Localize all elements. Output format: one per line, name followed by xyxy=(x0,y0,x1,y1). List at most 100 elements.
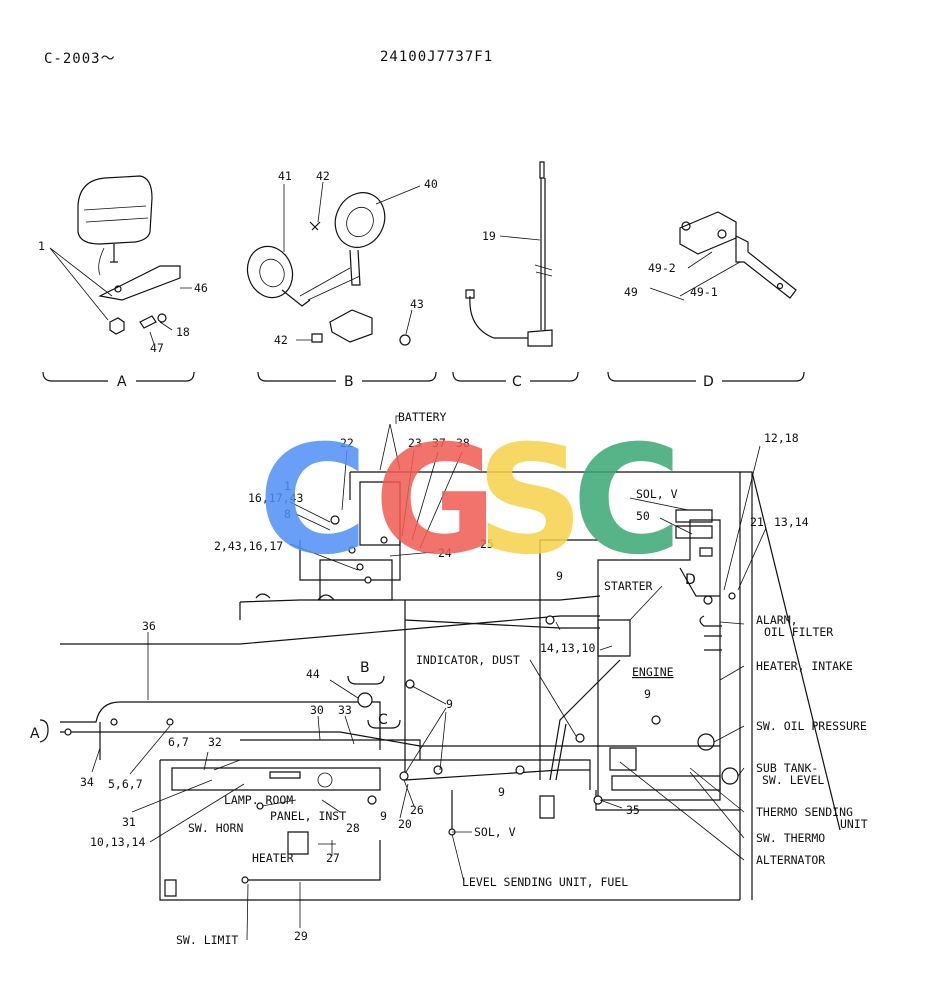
clamp-2 xyxy=(110,718,118,726)
connector-43 xyxy=(399,334,411,346)
harness-29 xyxy=(245,840,381,881)
callout-36: 36 xyxy=(142,619,156,633)
leader-27 xyxy=(318,840,336,856)
cgsc-watermark-logo: C G S C xyxy=(258,414,682,588)
leaders-engine-right xyxy=(713,621,745,777)
sw-limit-point xyxy=(241,876,249,884)
antenna-clip xyxy=(534,264,553,277)
section-c-label: C xyxy=(512,374,522,390)
switch-screw-2 xyxy=(717,229,727,239)
brace-b xyxy=(257,371,437,382)
callout-34: 34 xyxy=(80,775,94,789)
callout-d-49-2: 49-2 xyxy=(648,261,676,275)
horn-40-inner xyxy=(346,206,374,238)
washer-18 xyxy=(157,313,167,323)
bolt-47 xyxy=(139,315,157,329)
label-indicator-dust: INDICATOR, DUST xyxy=(416,653,520,667)
lamp-stem xyxy=(110,244,118,263)
battery-terminal-1 xyxy=(330,515,340,525)
callout-9-b: 9 xyxy=(446,697,453,711)
battery-terminal-3 xyxy=(380,536,388,544)
callout-12-18: 12,18 xyxy=(764,431,799,445)
leader-24 xyxy=(389,551,435,557)
screw-42-top xyxy=(309,221,321,231)
section-d-label: D xyxy=(703,374,714,390)
part-number: 24100J7737F1 xyxy=(380,49,493,65)
label-lamp-room: LAMP. ROOM xyxy=(224,793,293,807)
callout-8: 8 xyxy=(284,507,291,521)
cab-floor xyxy=(159,759,740,901)
oil-filter-fittings xyxy=(699,615,722,651)
section-a-label: A xyxy=(117,374,127,390)
leader-panel xyxy=(321,799,341,813)
clamp-3 xyxy=(166,718,174,726)
bubble-b-lamp xyxy=(357,692,373,708)
lamp-bracket-46 xyxy=(98,265,181,301)
callout-22: 22 xyxy=(340,436,354,450)
callout-d-49: 49 xyxy=(624,285,638,299)
callout-33: 33 xyxy=(338,703,352,717)
sub-tank-sw xyxy=(721,767,739,785)
callout-37: 37 xyxy=(432,436,446,450)
frame-diagonal xyxy=(751,471,841,831)
model-code: C-2003～ xyxy=(44,51,116,67)
instrument-panel xyxy=(171,767,381,791)
console-top xyxy=(240,739,421,760)
bubble-b-brace xyxy=(347,675,385,685)
label-oil-filter: OIL FILTER xyxy=(764,625,833,639)
callout-b-41: 41 xyxy=(278,169,292,183)
heater-box xyxy=(287,831,309,855)
leader-19 xyxy=(499,235,541,241)
label-sw-limit: SW. LIMIT xyxy=(176,933,238,947)
callout-28: 28 xyxy=(346,821,360,835)
switch-body-49-2 xyxy=(679,211,737,255)
label-sol-v-bottom: SOL, V xyxy=(474,825,516,839)
nut-1 xyxy=(109,317,125,335)
leader-battery xyxy=(379,415,401,471)
engine-base-rail xyxy=(611,775,721,791)
screw-42-bottom xyxy=(311,333,323,343)
horn-link xyxy=(299,267,361,301)
leaders-67-32 xyxy=(203,751,241,771)
leader-1 xyxy=(49,247,113,321)
leader-lamp-room xyxy=(261,799,297,807)
battery-base xyxy=(299,540,401,581)
antenna-connector xyxy=(465,289,475,299)
switch-screw-1 xyxy=(681,221,691,231)
leaders-34-567 xyxy=(91,725,171,775)
label-sw-thermo: SW. THERMO xyxy=(756,831,825,845)
sw-oil-pressure-body xyxy=(697,733,715,751)
label-sw-level: SW. LEVEL xyxy=(762,773,824,787)
callout-9-d: 9 xyxy=(498,785,505,799)
clamp-1 xyxy=(64,728,72,736)
horn-41 xyxy=(246,245,294,299)
bubble-c-brace xyxy=(367,719,401,729)
callout-b-43: 43 xyxy=(410,297,424,311)
bracket-hole xyxy=(114,285,122,293)
bubble-a-brace xyxy=(39,719,49,743)
harness-30 xyxy=(60,701,381,740)
leader-35 xyxy=(599,799,623,809)
leaders-sol-v xyxy=(629,497,693,535)
horn-40 xyxy=(334,192,386,248)
callout-1: 1 xyxy=(284,479,291,493)
battery-upper xyxy=(359,481,401,546)
leaders-30-33 xyxy=(317,715,355,745)
callout-35: 35 xyxy=(626,803,640,817)
callout-b-42-bottom: 42 xyxy=(274,333,288,347)
callout-26: 26 xyxy=(410,803,424,817)
callout-30: 30 xyxy=(310,703,324,717)
clamp-9-a xyxy=(545,615,555,625)
callout-13-14: 13,14 xyxy=(774,515,809,529)
callout-a: A xyxy=(30,726,40,742)
callout-21: 21 xyxy=(750,515,764,529)
clamp-9-f xyxy=(651,715,661,725)
antenna-base xyxy=(527,329,553,347)
detail-c-antenna xyxy=(465,161,553,347)
callout-a-46: 46 xyxy=(194,281,208,295)
callout-27: 27 xyxy=(326,851,340,865)
lamp-housing xyxy=(77,175,153,245)
clamp-9-g xyxy=(367,795,377,805)
panel-gauge xyxy=(317,772,333,788)
